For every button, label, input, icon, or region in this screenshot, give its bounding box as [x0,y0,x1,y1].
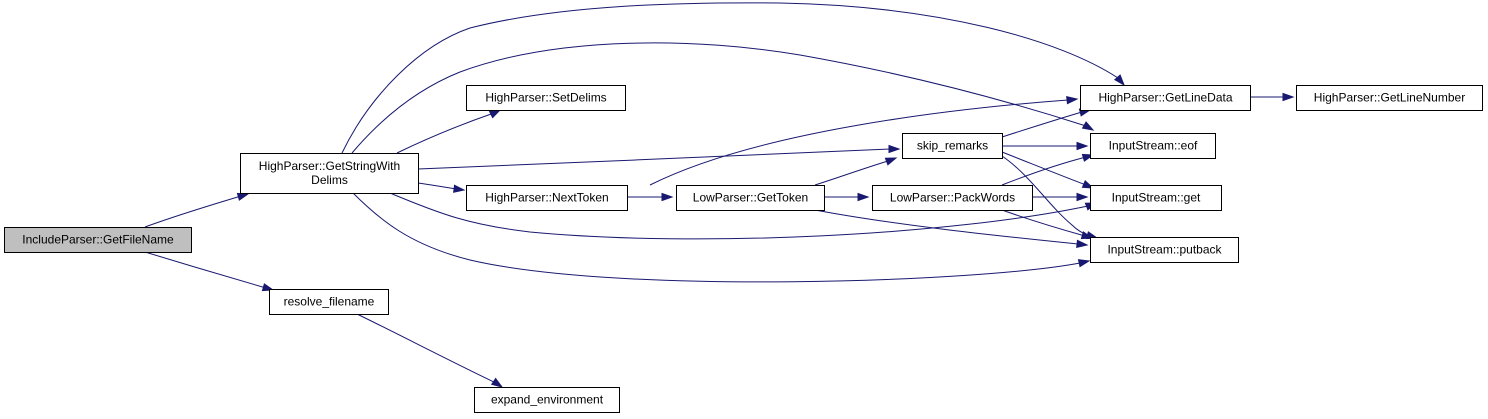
node-label: skip_remarks [917,139,988,153]
arrowhead-icon [1076,141,1089,151]
node-nexttoken[interactable]: HighParser::NextToken [466,185,628,211]
arrowhead-icon [857,192,870,202]
edge-line [356,313,497,384]
edge-gettoken-to-packwords [824,192,870,202]
edge-gettoken-to-skip [814,157,898,186]
edge-getstring-to-getlinedata [341,2,1125,154]
arrowhead-icon [1076,239,1089,249]
edge-line [814,160,889,186]
arrowhead-icon [490,377,504,388]
node-box[interactable] [4,227,192,253]
node-box[interactable] [902,133,1003,159]
node-label: LowParser::PackWords [890,191,1015,205]
edge-nexttoken-to-getlinedata [649,95,1079,186]
arrowhead-icon [661,192,674,202]
arrowhead-icon [1066,95,1079,105]
edge-line [351,42,1087,154]
node-label: HighParser::GetLineData [1098,91,1232,105]
edge-line [144,251,267,289]
node-expand[interactable]: expand_environment [474,387,620,413]
edge-line [417,182,457,190]
edge-line [649,99,1069,186]
node-label: HighParser::SetDelims [485,91,606,105]
node-get[interactable]: InputStream::get [1090,185,1222,211]
node-label: IncludeParser::GetFileName [22,233,174,247]
node-box[interactable] [269,289,389,315]
edge-skip-to-get [1001,151,1095,189]
edge-packwords-to-putback [1001,209,1094,240]
arrowhead-icon [236,192,250,201]
arrowhead-icon [1076,192,1089,202]
node-label: expand_environment [491,393,604,407]
node-box[interactable] [474,387,620,413]
node-box[interactable] [466,185,628,211]
edge-getstring-to-skip [417,144,901,170]
edge-getstring-to-eof [351,42,1095,154]
node-box[interactable] [466,85,626,111]
edge-getlinedata-to-getlinenumber [1249,92,1295,102]
node-box[interactable] [240,153,419,194]
edge-line [1001,156,1087,186]
edge-root-to-resolve [144,251,275,292]
edge-packwords-to-get [1032,192,1089,202]
edge-line [352,192,1081,283]
edge-line [144,195,242,228]
node-root[interactable]: IncludeParser::GetFileName [4,227,192,253]
edge-line [1001,111,1083,138]
node-box[interactable] [1080,85,1251,111]
node-label: InputStream::putback [1107,243,1222,257]
arrowhead-icon [1282,92,1295,102]
node-eof[interactable]: InputStream::eof [1090,133,1216,159]
node-putback[interactable]: InputStream::putback [1090,237,1239,263]
edge-layer [144,2,1295,388]
node-box[interactable] [872,185,1033,211]
arrowhead-icon [1077,259,1091,268]
node-box[interactable] [1296,85,1483,111]
node-label: LowParser::GetToken [693,191,808,205]
node-box[interactable] [1090,133,1216,159]
node-skip[interactable]: skip_remarks [902,133,1003,159]
node-label: InputStream::get [1112,191,1201,205]
arrowhead-icon [1080,231,1094,240]
edge-getstring-to-nexttoken [417,182,466,193]
edge-line [389,192,1089,240]
edge-line [1001,209,1086,237]
arrowhead-icon [1081,121,1095,131]
edge-line [341,2,1119,154]
node-box[interactable] [1090,237,1239,263]
edge-line [417,148,892,170]
node-setdelims[interactable]: HighParser::SetDelims [466,85,626,111]
node-box[interactable] [676,185,825,211]
node-label: Delims [311,173,348,187]
edge-gettoken-to-putback [814,209,1089,249]
node-label: HighParser::GetLineNumber [1314,91,1465,105]
edge-resolve-to-expand [356,313,504,388]
node-getlinedata[interactable]: HighParser::GetLineData [1080,85,1251,111]
node-label: InputStream::eof [1109,139,1198,153]
node-getlinenumber[interactable]: HighParser::GetLineNumber [1296,85,1483,111]
edge-root-to-getstring [144,192,250,228]
edge-getstring-to-setdelims [396,109,502,154]
node-resolve[interactable]: resolve_filename [269,289,389,315]
edge-skip-to-eof [1002,141,1089,151]
node-gettoken[interactable]: LowParser::GetToken [676,185,825,211]
edge-line [396,112,495,154]
node-label: HighParser::GetStringWith [259,159,400,173]
arrowhead-icon [1113,74,1125,87]
arrowhead-icon [884,157,898,166]
node-label: resolve_filename [284,295,375,309]
arrowhead-icon [488,109,502,119]
node-box[interactable] [1090,185,1222,211]
node-layer: IncludeParser::GetFileName HighParser::Ge… [4,85,1483,413]
edge-getstring-to-putback [352,192,1091,283]
node-label: HighParser::NextToken [485,191,608,205]
edge-line [814,209,1079,245]
edge-nexttoken-to-gettoken [627,192,674,202]
arrowhead-icon [261,283,275,292]
arrowhead-icon [453,184,466,193]
arrowhead-icon [888,144,901,154]
node-packwords[interactable]: LowParser::PackWords [872,185,1033,211]
